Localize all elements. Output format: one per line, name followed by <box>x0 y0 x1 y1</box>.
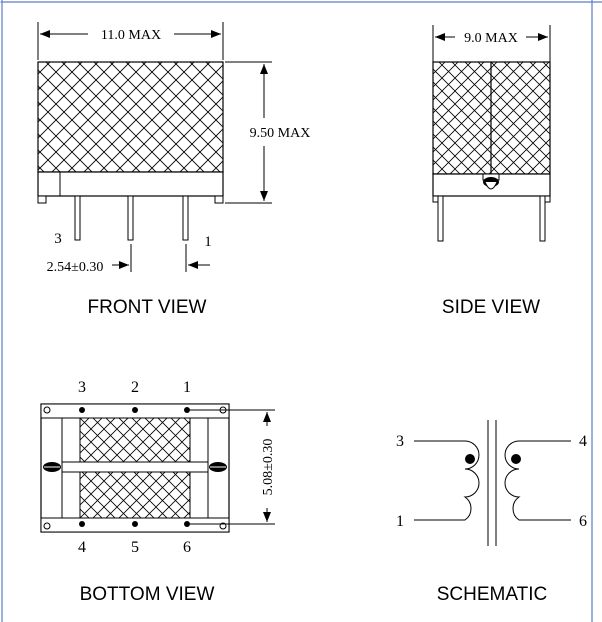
front-pin-label-3: 3 <box>54 231 62 247</box>
schematic-pin-label-4: 4 <box>579 433 587 450</box>
schematic-pin-label-6: 6 <box>579 513 587 530</box>
side-view-title: SIDE VIEW <box>442 297 540 318</box>
front-height-dim-label: 9.50 MAX <box>250 126 311 141</box>
side-marker-cup <box>484 181 498 190</box>
bottom-corner-mark-bl <box>43 522 51 530</box>
front-width-dim-label: 11.0 MAX <box>101 28 161 43</box>
bottom-top-pin-label-3: 3 <box>78 379 86 396</box>
front-pin-2 <box>127 195 134 241</box>
side-pin-left <box>437 195 444 242</box>
bottom-top-pin-label-1: 1 <box>183 379 191 396</box>
bottom-pin-6 <box>184 521 190 527</box>
schematic-pin-label-1: 1 <box>396 513 404 530</box>
bottom-view: 3 2 1 4 5 6 <box>40 379 276 605</box>
bottom-bottom-pin-label-4: 4 <box>78 539 86 556</box>
side-width-dim-label: 9.0 MAX <box>464 31 518 46</box>
side-view: 9.0 MAX SIDE VIEW <box>432 25 551 318</box>
bottom-pin-4 <box>79 521 85 527</box>
bottom-bottom-pin-label-5: 5 <box>131 539 139 556</box>
bottom-center-bar <box>61 461 209 473</box>
front-core-hatched <box>37 61 224 173</box>
front-pitch-dim-label: 2.54±0.30 <box>47 260 104 275</box>
bottom-corner-mark-tl <box>43 406 51 414</box>
bottom-core-upper <box>79 417 191 463</box>
schematic-primary-winding <box>414 440 480 521</box>
bottom-pin-5 <box>132 521 138 527</box>
schematic-secondary-winding <box>504 440 571 521</box>
front-view-title: FRONT VIEW <box>88 297 207 318</box>
front-standoff-right <box>214 195 224 204</box>
schematic: 3 1 4 6 SCHEMATIC <box>396 420 587 605</box>
bottom-pin-3 <box>79 407 85 413</box>
side-pin-right <box>539 195 546 242</box>
front-pin-label-1: 1 <box>204 234 212 250</box>
bottom-pin-2 <box>132 407 138 413</box>
bottom-core-lower <box>79 471 191 519</box>
bottom-pin-1 <box>184 407 190 413</box>
bottom-view-title: BOTTOM VIEW <box>80 584 215 605</box>
front-pin-1 <box>182 195 189 241</box>
front-view: 11.0 MAX 3 1 9.50 MAX 2.54±0.30 FRONT VI… <box>37 22 311 318</box>
front-standoff-left <box>37 195 47 204</box>
bottom-bottom-pin-label-6: 6 <box>183 539 191 556</box>
bottom-top-pin-label-2: 2 <box>131 379 139 396</box>
schematic-polarity-dot-secondary <box>511 454 521 464</box>
front-bobbin-base <box>37 171 224 197</box>
schematic-title: SCHEMATIC <box>437 584 547 605</box>
bottom-row-spacing-dim-label: 5.08±0.30 <box>261 439 276 496</box>
schematic-polarity-dot-primary <box>465 454 475 464</box>
schematic-pin-label-3: 3 <box>396 433 404 450</box>
front-pin-3 <box>74 195 81 241</box>
